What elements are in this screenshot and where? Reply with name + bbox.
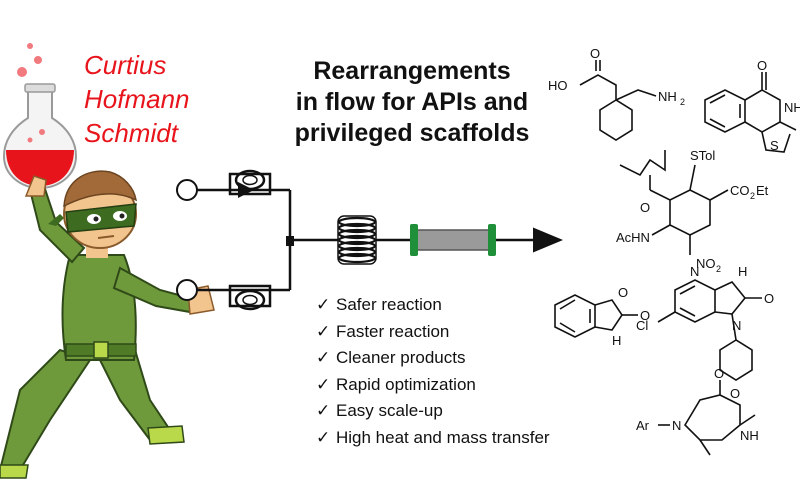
pump-icon-top — [176, 169, 290, 201]
list-item: ✓Rapid optimization — [316, 372, 550, 399]
list-item: ✓High heat and mass transfer — [316, 425, 550, 452]
benefit-label: Faster reaction — [336, 321, 450, 341]
title-line-3: privileged scaffolds — [294, 119, 530, 147]
label-achn: AcHN — [616, 230, 650, 245]
list-item: ✓ Easy scale-up — [316, 398, 550, 425]
label-o-5: O — [640, 308, 650, 323]
benefit-label: Safer reaction — [336, 295, 442, 314]
label-h-2: H — [738, 264, 747, 279]
label-o-4: O — [618, 285, 628, 300]
label-no2-sub: 2 — [716, 264, 721, 274]
checkmark-icon: ✓ — [316, 321, 331, 341]
checkmark-icon: ✓ — [316, 295, 331, 314]
label-co2et: CO — [730, 183, 750, 198]
label-n-1: N — [690, 264, 699, 279]
label-ar: Ar — [636, 418, 650, 433]
checkmark-icon: ✓ — [316, 401, 331, 420]
structure-purinone — [657, 279, 762, 381]
label-o-8: O — [714, 366, 724, 381]
label-s: S — [770, 138, 779, 153]
reaction-name-hofmann: Hofmann — [84, 84, 190, 114]
label-cl: Cl — [636, 318, 648, 333]
structure-bicyclic-lactam — [658, 380, 756, 456]
structure-thienoisoquinolinone — [704, 72, 797, 153]
label-o-7: O — [730, 386, 740, 401]
coil-reactor-icon — [337, 215, 377, 265]
checkmark-icon: ✓ — [316, 348, 331, 367]
label-co2et-sub: 2 — [750, 191, 755, 201]
reaction-names: Curtius Hofmann Schmidt — [84, 48, 190, 150]
reaction-name-curtius: Curtius — [84, 50, 167, 80]
label-o-2: O — [757, 58, 767, 73]
label-o-6: O — [764, 291, 774, 306]
reaction-name-schmidt: Schmidt — [84, 118, 178, 148]
structure-gabapentin — [579, 60, 657, 141]
pump-icon-bottom — [176, 279, 290, 311]
label-nh2-sub: 2 — [680, 97, 685, 107]
title-line-1: Rearrangements — [313, 57, 511, 85]
label-o-3: O — [640, 200, 650, 215]
structure-benzoxazolone — [554, 294, 638, 338]
structure-cyclohexene — [619, 150, 729, 255]
label-h: H — [612, 333, 621, 348]
label-n-2: N — [732, 318, 741, 333]
title-line-2: in flow for APIs and — [295, 88, 529, 116]
chemical-structures: HO O NH 2 O NH S STol O CO 2 Et AcHN NO … — [548, 46, 800, 456]
list-item: ✓ Cleaner products — [316, 345, 550, 372]
label-ho: HO — [548, 78, 568, 93]
label-stol: STol — [690, 148, 715, 163]
list-item: ✓ Safer reaction — [316, 292, 550, 319]
benefit-label: Easy scale-up — [336, 401, 443, 420]
label-nh: NH — [784, 100, 800, 115]
label-nh2: NH — [658, 89, 677, 104]
label-co2et-b: Et — [756, 183, 769, 198]
benefit-label: Rapid optimization — [336, 374, 476, 394]
flask-icon — [2, 43, 78, 190]
checkmark-icon: ✓ — [316, 374, 331, 394]
flow-setup-diagram — [176, 169, 563, 311]
benefit-label: High heat and mass transfer — [336, 427, 550, 447]
hero-figure — [0, 170, 215, 479]
benefits-list: ✓Safer reaction ✓Faster reaction ✓Cleane… — [316, 292, 550, 451]
label-n-3: N — [672, 418, 681, 433]
label-o: O — [590, 46, 600, 61]
label-no2: NO — [696, 256, 716, 271]
label-nh-2: NH — [740, 428, 759, 443]
hero-illustration — [0, 43, 215, 479]
page-title: Rearrangements in flow for APIs and priv… — [262, 56, 562, 149]
list-item: ✓Faster reaction — [316, 319, 550, 346]
benefit-label: Cleaner products — [336, 348, 466, 367]
packed-column-icon — [410, 224, 496, 256]
checkmark-icon: ✓ — [316, 427, 331, 447]
